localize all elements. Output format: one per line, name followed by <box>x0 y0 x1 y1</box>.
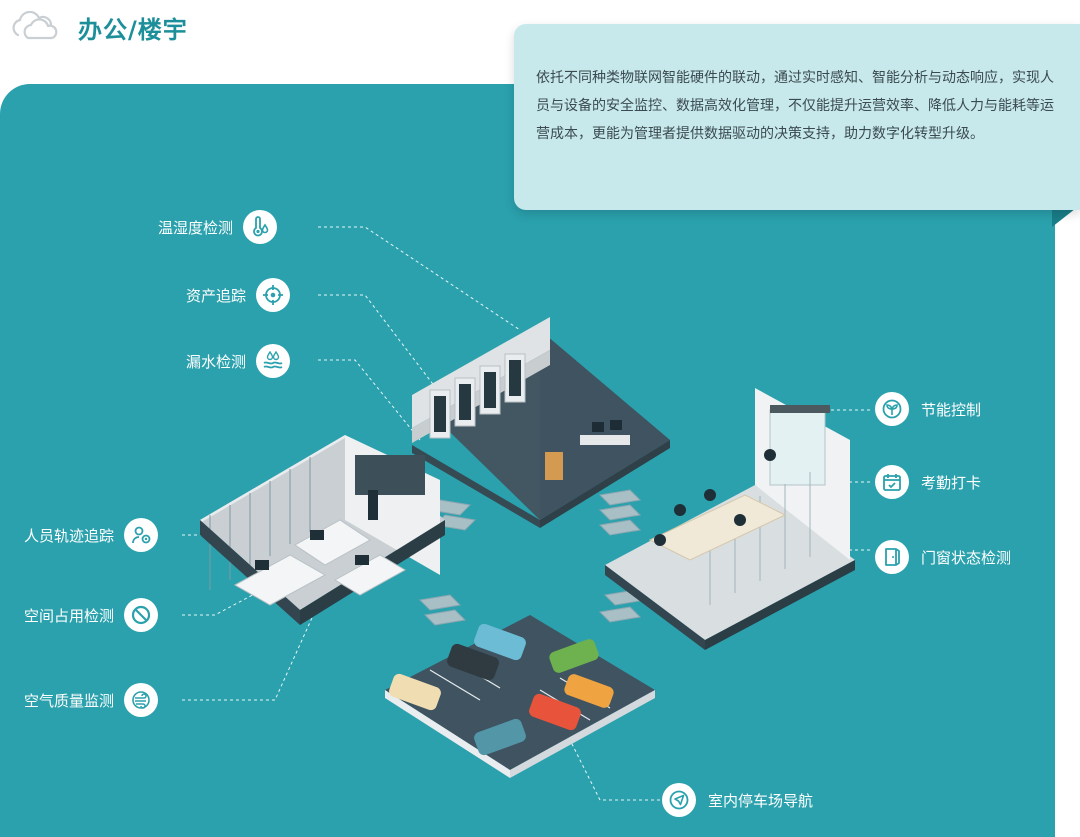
leader-attendance <box>819 479 870 483</box>
feature-leak[interactable]: 漏水检测 <box>186 344 291 378</box>
leaf-icon <box>875 392 909 426</box>
leader-space <box>182 574 291 616</box>
feature-label: 人员轨迹追踪 <box>24 526 115 545</box>
feature-door[interactable]: 门窗状态检测 <box>875 540 1011 574</box>
door-icon <box>875 540 909 574</box>
feature-label: 空气质量监测 <box>24 691 115 710</box>
feature-energy[interactable]: 节能控制 <box>875 392 981 426</box>
leader-door <box>779 529 870 551</box>
feature-person-track[interactable]: 人员轨迹追踪 <box>24 518 159 552</box>
navigation-arrow-icon <box>662 783 696 817</box>
page-header: 办公/楼宇 <box>0 0 400 50</box>
calendar-check-icon <box>875 465 909 499</box>
leader-asset <box>318 294 446 401</box>
cars <box>389 623 614 756</box>
cloud-icon <box>12 11 58 40</box>
description-card: 依托不同种类物联网智能硬件的联动，通过实时感知、智能分析与动态响应，实现人员与设… <box>514 24 1080 210</box>
feature-label: 节能控制 <box>921 400 982 419</box>
card-fold <box>1052 205 1080 227</box>
feature-label: 空间占用检测 <box>24 606 115 625</box>
feature-label: 门窗状态检测 <box>921 548 1012 567</box>
parking-lot <box>385 615 655 778</box>
feature-attendance[interactable]: 考勤打卡 <box>875 465 981 499</box>
feature-temperature[interactable]: 温湿度检测 <box>158 210 278 244</box>
feature-label: 资产追踪 <box>186 286 247 305</box>
feature-space[interactable]: 空间占用检测 <box>24 598 159 632</box>
no-entry-icon <box>124 598 159 632</box>
leader-air <box>182 599 321 701</box>
leader-parking <box>569 739 660 801</box>
feature-parking[interactable]: 室内停车场导航 <box>662 783 813 817</box>
panel-edge <box>1055 208 1080 837</box>
feature-label: 温湿度检测 <box>158 218 234 237</box>
left-office <box>200 435 445 625</box>
feature-label: 漏水检测 <box>186 352 247 371</box>
feature-label: 室内停车场导航 <box>708 791 814 810</box>
person-track-icon <box>124 518 159 552</box>
feature-air[interactable]: 空气质量监测 <box>24 683 159 717</box>
server-room <box>412 317 670 528</box>
meeting-room <box>605 388 855 650</box>
leader-leak <box>318 359 421 441</box>
leader-temperature <box>318 226 521 331</box>
step-blocks <box>418 489 647 626</box>
water-leak-icon <box>256 344 291 378</box>
air-flow-icon <box>124 683 159 717</box>
crosshair-icon <box>256 278 291 312</box>
feature-label: 考勤打卡 <box>921 473 982 492</box>
description-text: 依托不同种类物联网智能硬件的联动，通过实时感知、智能分析与动态响应，实现人员与设… <box>536 70 1054 142</box>
page-title: 办公/楼宇 <box>78 16 188 44</box>
feature-asset[interactable]: 资产追踪 <box>186 278 291 312</box>
thermometer-droplet-icon <box>243 210 278 244</box>
